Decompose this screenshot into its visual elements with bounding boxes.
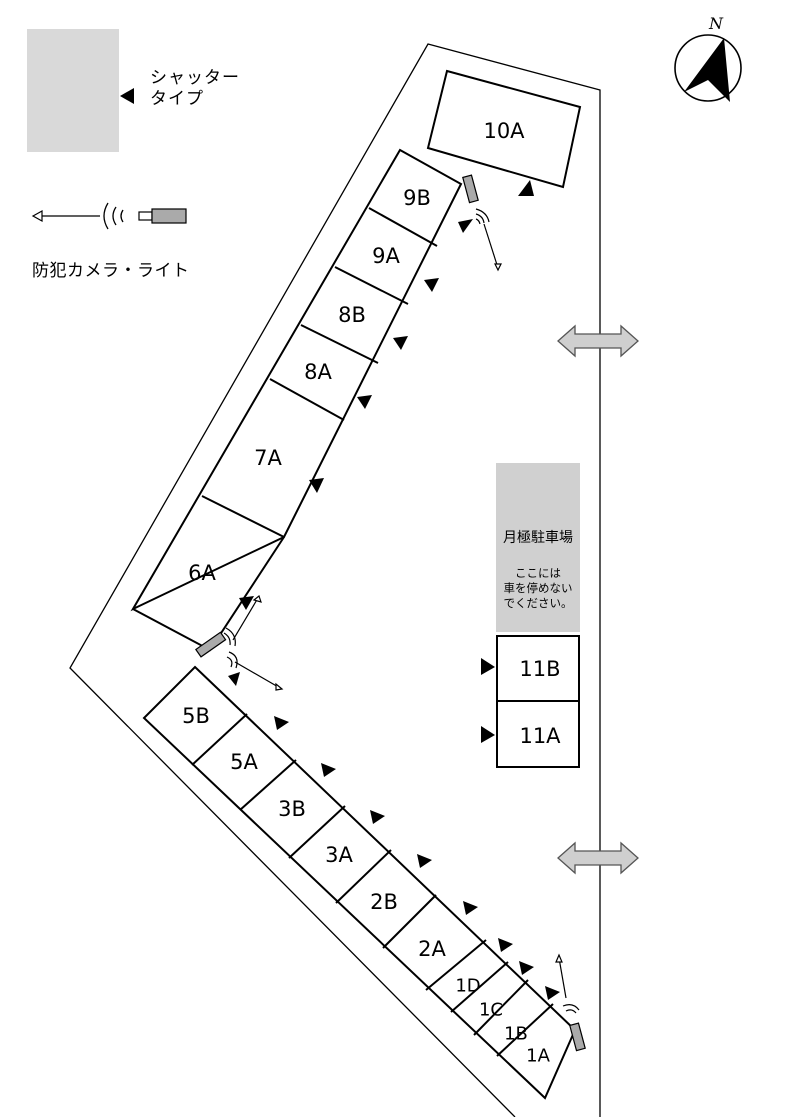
note-line3: でください。 <box>503 596 573 610</box>
unit-label-2a: 2A <box>418 937 446 961</box>
road-arrow-upper <box>557 324 639 358</box>
unit-label-9a: 9A <box>372 244 400 268</box>
unit-label-1c: 1C <box>478 999 504 1021</box>
unit-10a-outline <box>426 69 582 189</box>
monthly-parking-zone <box>496 463 580 632</box>
unit-label-1b: 1B <box>504 1023 528 1045</box>
unit-label-3a: 3A <box>325 843 353 867</box>
monthly-parking-note: ここには 車を停めない でください。 <box>496 566 580 611</box>
unit-label-1d: 1D <box>455 975 481 997</box>
road-arrow-lower <box>557 841 639 875</box>
compass-north-label: N <box>709 14 723 33</box>
camera-icon-9b <box>462 174 502 272</box>
legend-shutter-swatch <box>27 29 119 152</box>
legend-camera-label: 防犯カメラ・ライト <box>32 261 190 281</box>
monthly-parking-title: 月極駐車場 <box>503 530 573 546</box>
unit-label-9b: 9B <box>403 186 431 210</box>
unit-label-5a: 5A <box>230 750 258 774</box>
unit-label-5b: 5B <box>182 704 210 728</box>
unit-label-11a: 11A <box>519 724 561 748</box>
unit-label-2b: 2B <box>370 890 398 914</box>
unit-label-7a: 7A <box>254 446 282 470</box>
legend-shutter-label: シャッター タイプ <box>150 68 240 110</box>
upper-strip <box>130 148 463 652</box>
legend-shutter-line2: タイプ <box>150 89 204 109</box>
units-11 <box>496 635 580 768</box>
legend-camera-icon <box>31 202 187 230</box>
unit-label-3b: 3B <box>278 797 306 821</box>
unit-label-1a: 1A <box>526 1045 550 1067</box>
unit-label-8a: 8A <box>304 360 332 384</box>
compass-icon <box>674 34 742 102</box>
note-line2: 車を停めない <box>503 581 573 595</box>
lower-strip <box>142 665 577 1100</box>
shutter-markers <box>228 180 560 1000</box>
unit-label-11b: 11B <box>519 657 561 681</box>
camera-icon-6a <box>195 594 284 691</box>
camera-icon-1a <box>555 953 586 1052</box>
unit-label-6a: 6A <box>188 561 216 585</box>
unit-label-8b: 8B <box>338 303 366 327</box>
property-boundary <box>69 43 601 1117</box>
unit-label-10a: 10A <box>483 119 525 143</box>
note-line1: ここには <box>515 566 561 580</box>
legend-shutter-marker <box>120 88 134 104</box>
legend-shutter-line1: シャッター <box>150 68 240 88</box>
